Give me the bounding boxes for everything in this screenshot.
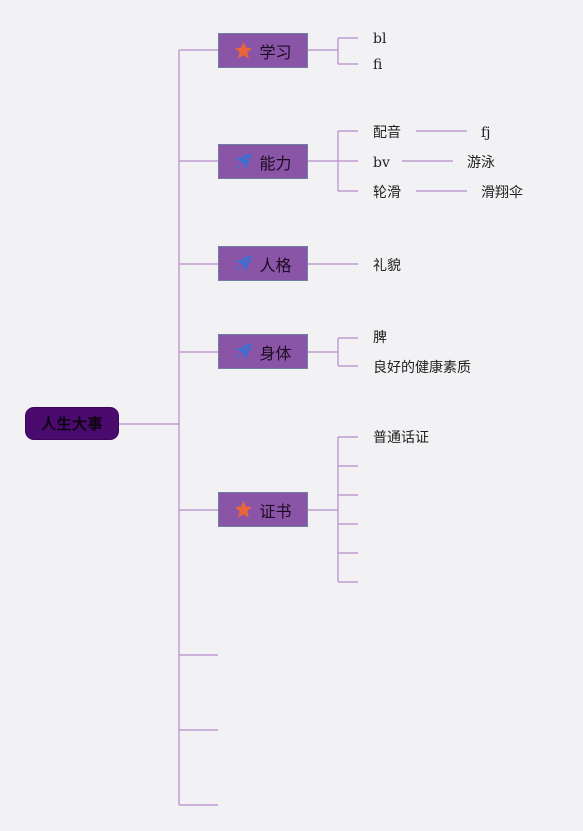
leaf-node[interactable]: 普通话证 [373,430,429,446]
category-label: 学习 [259,42,292,62]
leaf-node[interactable]: 配音 [373,125,401,141]
leaf-node[interactable]: 滑翔伞 [481,185,523,201]
category-node-body[interactable]: 身体 [218,334,308,369]
star-icon [234,41,253,60]
leaf-node[interactable]: 礼貌 [373,258,401,274]
star-icon [234,500,253,519]
category-label: 身体 [259,343,292,363]
leaf-node[interactable]: 脾 [373,330,387,346]
leaf-node[interactable]: bl [373,31,387,47]
category-node-study[interactable]: 学习 [218,33,308,68]
leaf-node[interactable]: 良好的健康素质 [373,360,471,376]
category-label: 证书 [259,501,292,521]
rocket-icon [234,342,253,361]
category-node-personality[interactable]: 人格 [218,246,308,281]
rocket-icon [234,152,253,171]
rocket-icon [234,254,253,273]
category-label: 人格 [259,255,292,275]
category-label: 能力 [259,153,292,173]
leaf-node[interactable]: 游泳 [467,155,495,171]
root-label: 人生大事 [40,415,103,433]
leaf-node[interactable]: fj [481,125,491,141]
category-node-certificate[interactable]: 证书 [218,492,308,527]
category-node-ability[interactable]: 能力 [218,144,308,179]
leaf-node[interactable]: fi [373,57,383,73]
root-node[interactable]: 人生大事 [25,407,119,440]
leaf-node[interactable]: 轮滑 [373,185,401,201]
leaf-node[interactable]: bv [373,155,390,171]
